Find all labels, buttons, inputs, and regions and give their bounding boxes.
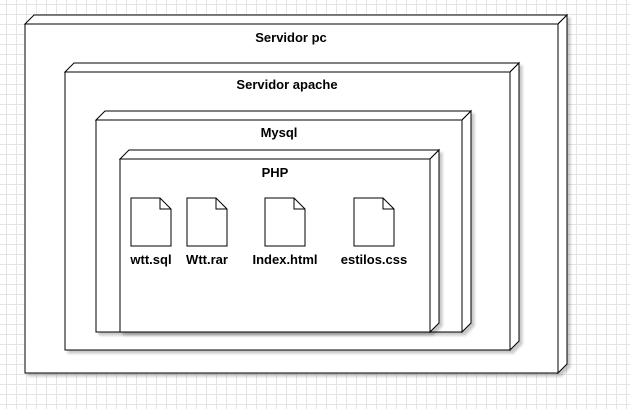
node-servidor-apache-label: Servidor apache — [236, 77, 337, 92]
artifact-estilos-css-label: estilos.css — [341, 252, 408, 267]
node-php-label: PHP — [262, 165, 289, 180]
file-icon — [353, 197, 395, 247]
file-icon — [186, 197, 228, 247]
node-servidor-pc-label: Servidor pc — [255, 30, 327, 45]
file-icon — [264, 197, 306, 247]
file-fold-icon — [215, 198, 227, 210]
node-servidor-apache-side — [509, 61, 520, 352]
artifact-estilos-css[interactable]: estilos.css — [341, 197, 408, 267]
file-fold-icon — [159, 198, 171, 210]
file-icon — [130, 197, 172, 247]
artifact-wtt-sql-label: wtt.sql — [129, 252, 171, 267]
node-mysql-side — [461, 109, 472, 334]
artifact-index-html-label: Index.html — [252, 252, 317, 267]
artifact-wtt-rar-label: Wtt.rar — [186, 252, 228, 267]
node-servidor-pc-side — [557, 13, 568, 375]
node-mysql-label: Mysql — [261, 125, 298, 140]
node-php-side — [429, 148, 440, 334]
node-mysql-top — [94, 110, 473, 121]
node-php-top — [118, 149, 441, 160]
artifact-index-html[interactable]: Index.html — [252, 197, 318, 267]
node-servidor-apache-top — [63, 62, 521, 73]
file-fold-icon — [382, 198, 394, 210]
file-fold-icon — [293, 198, 305, 210]
node-servidor-pc-top — [23, 14, 569, 25]
artifact-wtt-rar[interactable]: Wtt.rar — [186, 197, 228, 267]
artifact-wtt-sql[interactable]: wtt.sql — [129, 197, 172, 267]
